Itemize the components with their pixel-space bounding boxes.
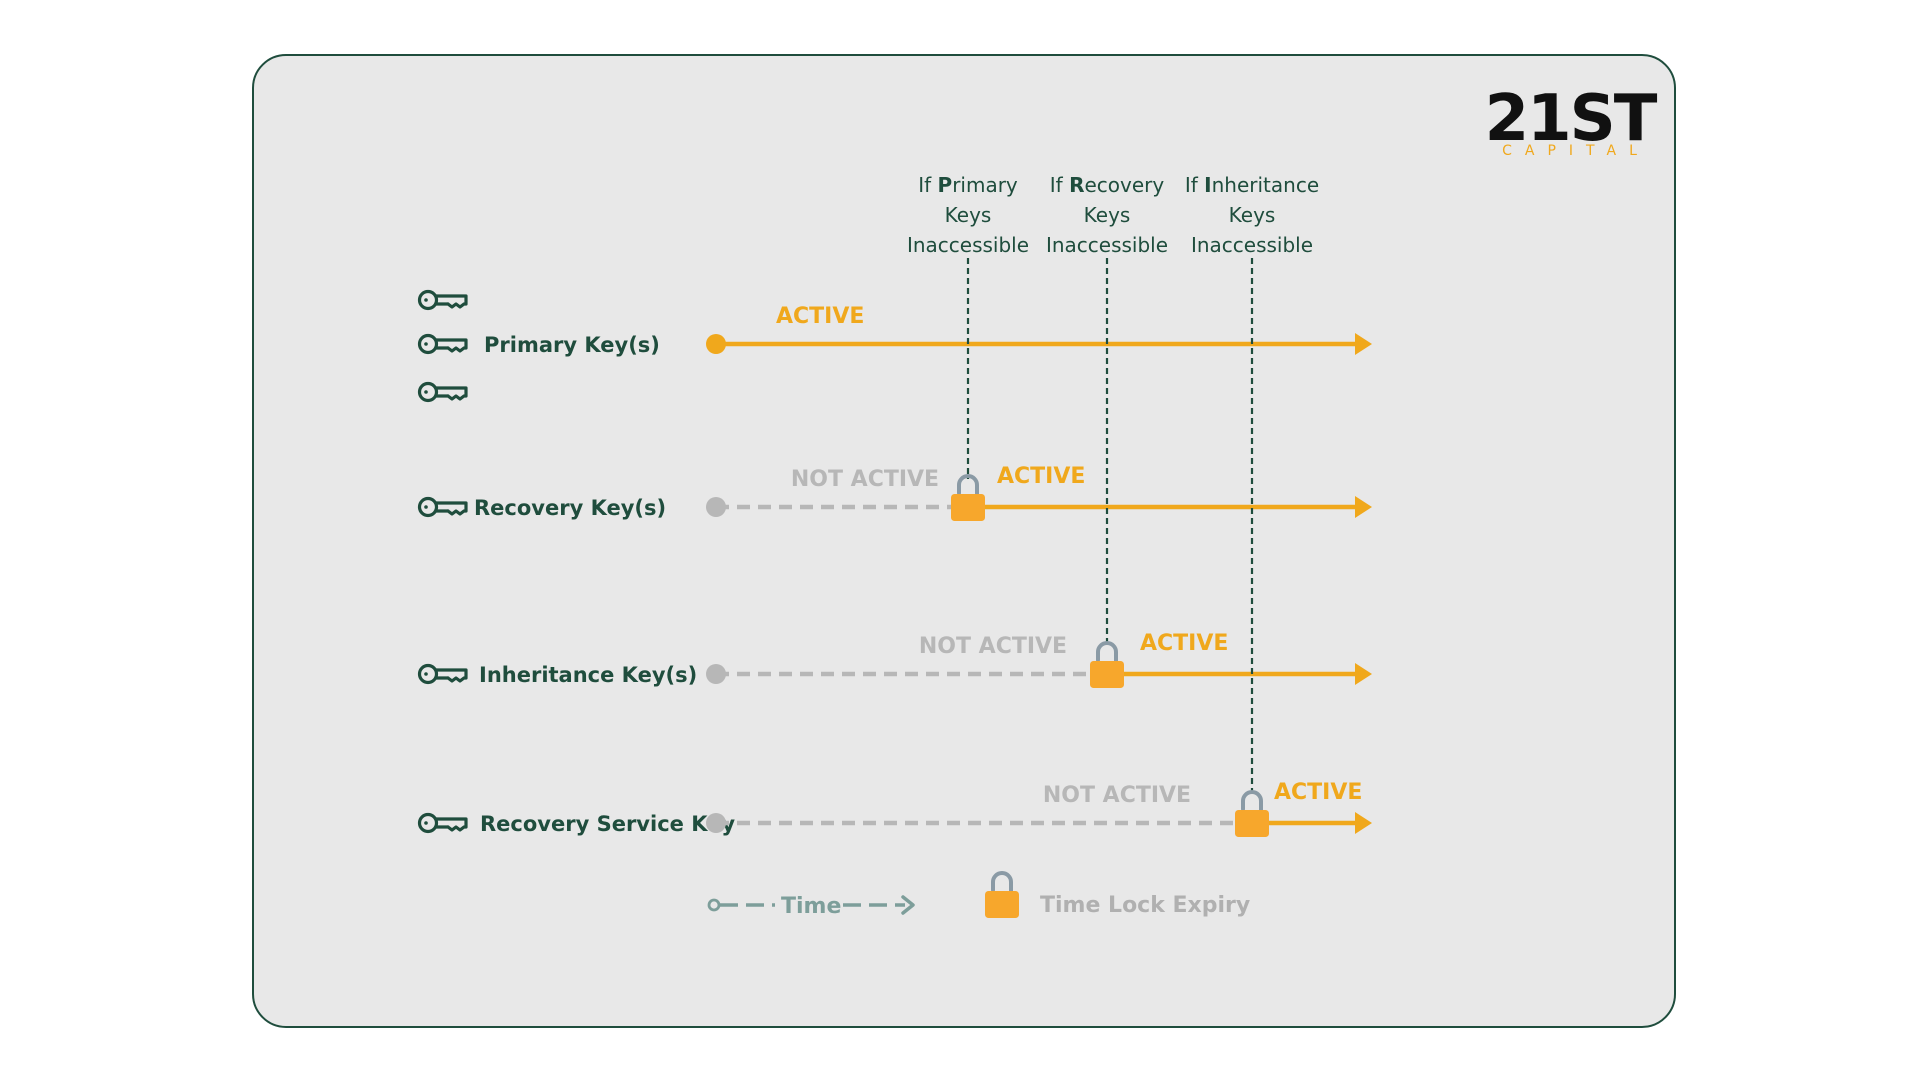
key-icon bbox=[417, 663, 468, 685]
row-1-status-active: ACTIVE bbox=[776, 304, 864, 329]
legend-padlock-icon bbox=[985, 871, 1019, 918]
event-label-1: If Primary bbox=[918, 173, 1018, 197]
event-label-1-line2: Keys bbox=[945, 203, 992, 227]
diagram-card bbox=[252, 54, 1676, 1028]
key-icon bbox=[417, 289, 468, 311]
key-icon bbox=[417, 812, 468, 834]
arrow-head-icon bbox=[1355, 333, 1372, 355]
row-1-label: Primary Key(s) bbox=[484, 333, 660, 357]
event-label-2: If Recovery bbox=[1050, 173, 1165, 197]
row-3-status-active: ACTIVE bbox=[1140, 631, 1228, 656]
key-icon bbox=[417, 496, 468, 518]
unlocked-padlock-icon bbox=[1090, 641, 1124, 688]
row-4-status-active: ACTIVE bbox=[1274, 780, 1362, 805]
row-2-status-inactive: NOT ACTIVE bbox=[791, 467, 939, 492]
legend-time-start-icon bbox=[707, 898, 721, 912]
key-icon bbox=[417, 333, 468, 355]
unlocked-padlock-icon bbox=[1235, 790, 1269, 837]
event-label-3: If Inheritance bbox=[1185, 173, 1319, 197]
arrow-head-icon bbox=[1355, 496, 1372, 518]
event-label-3-line3: Inaccessible bbox=[1191, 233, 1313, 257]
arrow-head-icon bbox=[1355, 663, 1372, 685]
arrow-head-icon bbox=[1355, 812, 1372, 834]
row-4-status-inactive: NOT ACTIVE bbox=[1043, 783, 1191, 808]
arrow-head-icon bbox=[901, 895, 915, 915]
row-4-label: Recovery Service Key bbox=[480, 812, 735, 836]
event-label-1-line3: Inaccessible bbox=[907, 233, 1029, 257]
row-2-label: Recovery Key(s) bbox=[474, 496, 666, 520]
event-label-2-line3: Inaccessible bbox=[1046, 233, 1168, 257]
row-3-status-inactive: NOT ACTIVE bbox=[919, 634, 1067, 659]
legend-lock-label: Time Lock Expiry bbox=[1040, 893, 1250, 918]
row-2-status-active: ACTIVE bbox=[997, 464, 1085, 489]
brand-logo-subtext: CAPITAL bbox=[1502, 143, 1650, 159]
event-label-3-line2: Keys bbox=[1229, 203, 1276, 227]
brand-logo: 21ST bbox=[1484, 82, 1658, 156]
row-3-label: Inheritance Key(s) bbox=[479, 663, 697, 687]
legend-time-label: Time bbox=[781, 894, 841, 919]
key-icon bbox=[417, 381, 468, 403]
event-label-2-line2: Keys bbox=[1084, 203, 1131, 227]
unlocked-padlock-icon bbox=[951, 474, 985, 521]
